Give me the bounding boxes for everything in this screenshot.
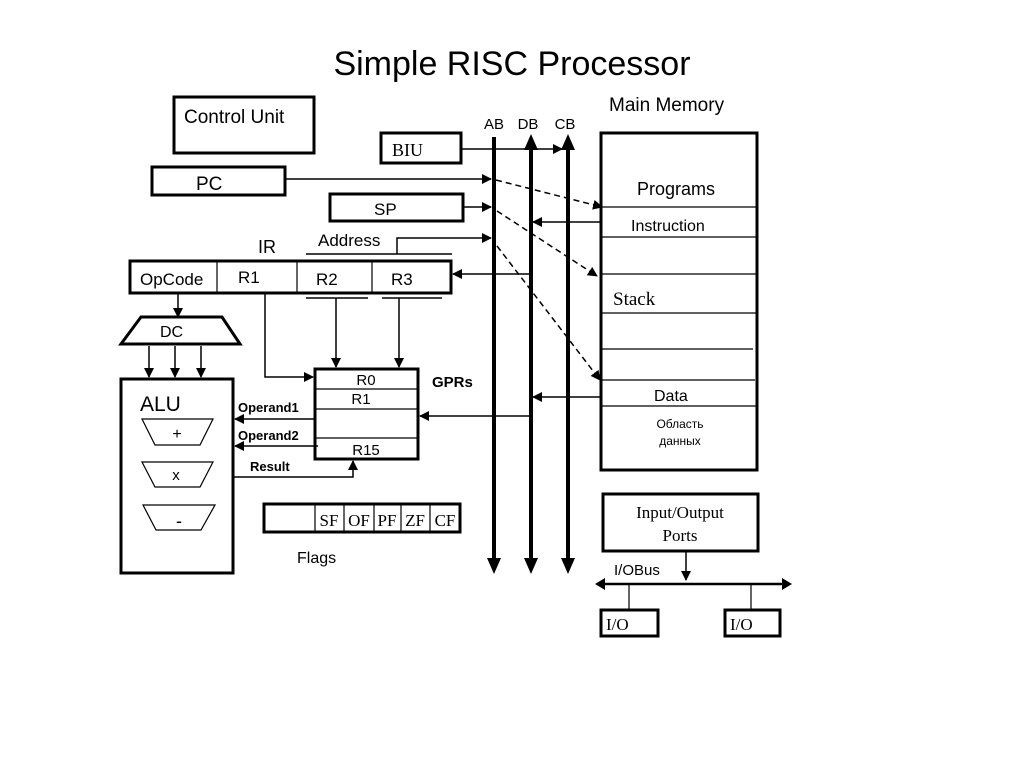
decoder-label: DC bbox=[160, 324, 183, 341]
biu-block: BIU bbox=[379, 131, 463, 165]
memory-instruction: Instruction bbox=[631, 218, 705, 235]
ir-field-r2: R2 bbox=[316, 270, 338, 289]
control-bus bbox=[561, 134, 575, 574]
alu-op-sub bbox=[142, 504, 217, 531]
address-pointer-to-data bbox=[496, 245, 601, 381]
pc-label: PC bbox=[196, 174, 222, 195]
memory-stack: Stack bbox=[613, 289, 656, 310]
bus-label-ab: AB bbox=[484, 116, 504, 133]
alu-op-mul bbox=[141, 461, 214, 488]
alu-op-add bbox=[141, 418, 214, 446]
flag-pf: PF bbox=[378, 511, 397, 530]
gpr-r0: R0 bbox=[356, 372, 375, 389]
ir-register: OpCode R1 R2 R3 bbox=[128, 259, 453, 295]
ir-field-r3: R3 bbox=[391, 270, 413, 289]
flags-label: Flags bbox=[297, 550, 336, 567]
sp-register: SP bbox=[328, 192, 465, 223]
flags-register: SF OF PF ZF CF bbox=[262, 502, 462, 534]
operand1-label: Operand1 bbox=[238, 400, 299, 415]
operand2-label: Operand2 bbox=[238, 428, 299, 443]
main-memory: Programs Instruction Stack Data Область … bbox=[599, 131, 759, 472]
io-device-2: I/O bbox=[723, 608, 782, 638]
ir-field-r1: R1 bbox=[238, 268, 260, 287]
io-bus bbox=[595, 578, 792, 590]
gpr-r15: R15 bbox=[352, 442, 380, 459]
control-unit-label: Control Unit bbox=[184, 107, 285, 128]
data-bus bbox=[524, 134, 538, 574]
sp-label: SP bbox=[374, 200, 397, 219]
io-device-1: I/O bbox=[599, 608, 660, 638]
ir-field-opcode: OpCode bbox=[140, 270, 203, 289]
memory-data: Data bbox=[654, 388, 688, 405]
flag-sf: SF bbox=[320, 511, 339, 530]
gpr-r1: R1 bbox=[351, 391, 370, 408]
memory-programs: Programs bbox=[637, 179, 715, 199]
io-ports: Input/Output Ports bbox=[601, 492, 760, 553]
r1-to-gpr-line bbox=[264, 293, 314, 382]
decoder: DC bbox=[118, 315, 243, 346]
io-device-2-label: I/O bbox=[730, 615, 753, 634]
memory-title: Main Memory bbox=[609, 95, 725, 116]
alu-op-sub-label: - bbox=[176, 511, 182, 531]
flag-of: OF bbox=[348, 511, 370, 530]
memory-data-area-line1: Область bbox=[656, 417, 703, 431]
control-unit: Control Unit bbox=[172, 95, 316, 155]
address-label: Address bbox=[318, 231, 380, 250]
result-line bbox=[233, 460, 358, 478]
flag-cf: CF bbox=[435, 511, 456, 530]
memory-data-area-line2: данных bbox=[659, 434, 701, 448]
result-label: Result bbox=[250, 459, 290, 474]
address-bus bbox=[487, 137, 501, 574]
pc-register: PC bbox=[150, 165, 287, 197]
pc-pointer-to-programs bbox=[495, 179, 603, 210]
bus-label-cb: CB bbox=[555, 116, 576, 133]
io-ports-line1: Input/Output bbox=[636, 503, 724, 522]
biu-label: BIU bbox=[392, 140, 423, 160]
iobus-label: I/OBus bbox=[614, 562, 660, 579]
address-to-ab-line bbox=[396, 233, 492, 254]
alu-label: ALU bbox=[140, 393, 181, 416]
flag-zf: ZF bbox=[405, 511, 425, 530]
alu-op-add-label: + bbox=[172, 426, 181, 443]
bus-label-db: DB bbox=[518, 116, 539, 133]
gprs-label: GPRs bbox=[432, 374, 473, 391]
io-ports-line2: Ports bbox=[663, 526, 698, 545]
ir-label: IR bbox=[258, 237, 276, 257]
gprs: R0 R1 R15 bbox=[313, 367, 420, 461]
diagram-title: Simple RISC Processor bbox=[333, 45, 690, 83]
alu: ALU + x - bbox=[119, 377, 235, 575]
alu-op-mul-label: x bbox=[172, 467, 180, 484]
io-device-1-label: I/O bbox=[606, 615, 629, 634]
